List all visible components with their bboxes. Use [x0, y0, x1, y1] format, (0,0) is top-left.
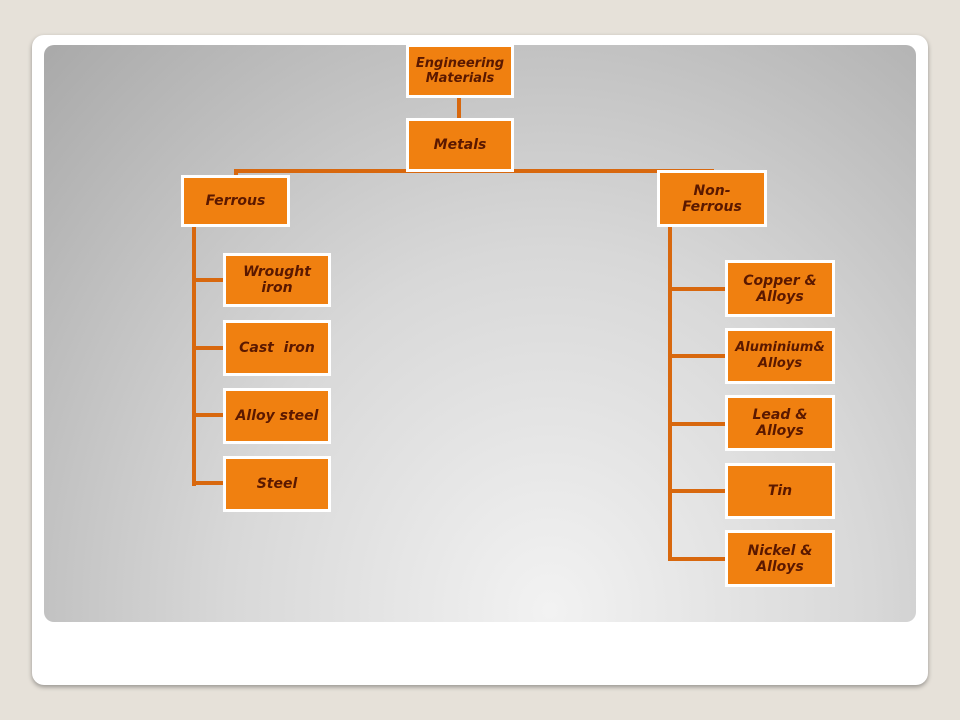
- root-node: Engineering Materials: [406, 44, 514, 98]
- non-ferrous-child-node: Aluminium& Alloys: [725, 328, 835, 384]
- non-ferrous-node: Non-Ferrous: [657, 170, 767, 227]
- connector-non-ferrous-spine: [668, 224, 672, 561]
- ferrous-child-node: Wrought iron: [223, 253, 331, 307]
- connector-ferrous-child: [192, 346, 226, 350]
- connector-non-ferrous-child: [668, 422, 728, 426]
- root-node-label: Engineering Materials: [415, 56, 505, 86]
- connector-non-ferrous-child: [668, 557, 728, 561]
- connector-to-ferrous: [234, 169, 238, 177]
- non-ferrous-child-label: Tin: [767, 483, 793, 499]
- connector-root-metals: [457, 96, 461, 120]
- ferrous-child-label: Alloy steel: [235, 408, 319, 424]
- connector-non-ferrous-child: [668, 489, 728, 493]
- non-ferrous-child-node: Copper & Alloys: [725, 260, 835, 317]
- non-ferrous-child-node: Nickel & Alloys: [725, 530, 835, 587]
- connector-ferrous-child: [192, 413, 226, 417]
- ferrous-child-node: Steel: [223, 456, 331, 512]
- ferrous-child-label: Wrought iron: [243, 264, 311, 296]
- non-ferrous-node-label: Non-Ferrous: [682, 182, 742, 215]
- ferrous-node: Ferrous: [181, 175, 290, 227]
- non-ferrous-child-label: Lead & Alloys: [752, 407, 808, 439]
- ferrous-child-node: Cast iron: [223, 320, 331, 376]
- connector-ferrous-child: [192, 481, 226, 485]
- connector-non-ferrous-child: [668, 287, 728, 291]
- ferrous-node-label: Ferrous: [205, 193, 266, 209]
- connector-ferrous-spine: [192, 225, 196, 486]
- metals-node: Metals: [406, 118, 514, 172]
- non-ferrous-child-label: Aluminium& Alloys: [735, 340, 825, 371]
- ferrous-child-node: Alloy steel: [223, 388, 331, 444]
- connector-non-ferrous-child: [668, 354, 728, 358]
- non-ferrous-child-node: Lead & Alloys: [725, 395, 835, 451]
- ferrous-child-label: Steel: [256, 476, 298, 492]
- non-ferrous-child-label: Copper & Alloys: [743, 272, 817, 305]
- metals-node-label: Metals: [433, 137, 487, 153]
- non-ferrous-child-node: Tin: [725, 463, 835, 519]
- ferrous-child-label: Cast iron: [239, 340, 315, 356]
- non-ferrous-child-label: Nickel & Alloys: [747, 542, 813, 575]
- connector-ferrous-child: [192, 278, 226, 282]
